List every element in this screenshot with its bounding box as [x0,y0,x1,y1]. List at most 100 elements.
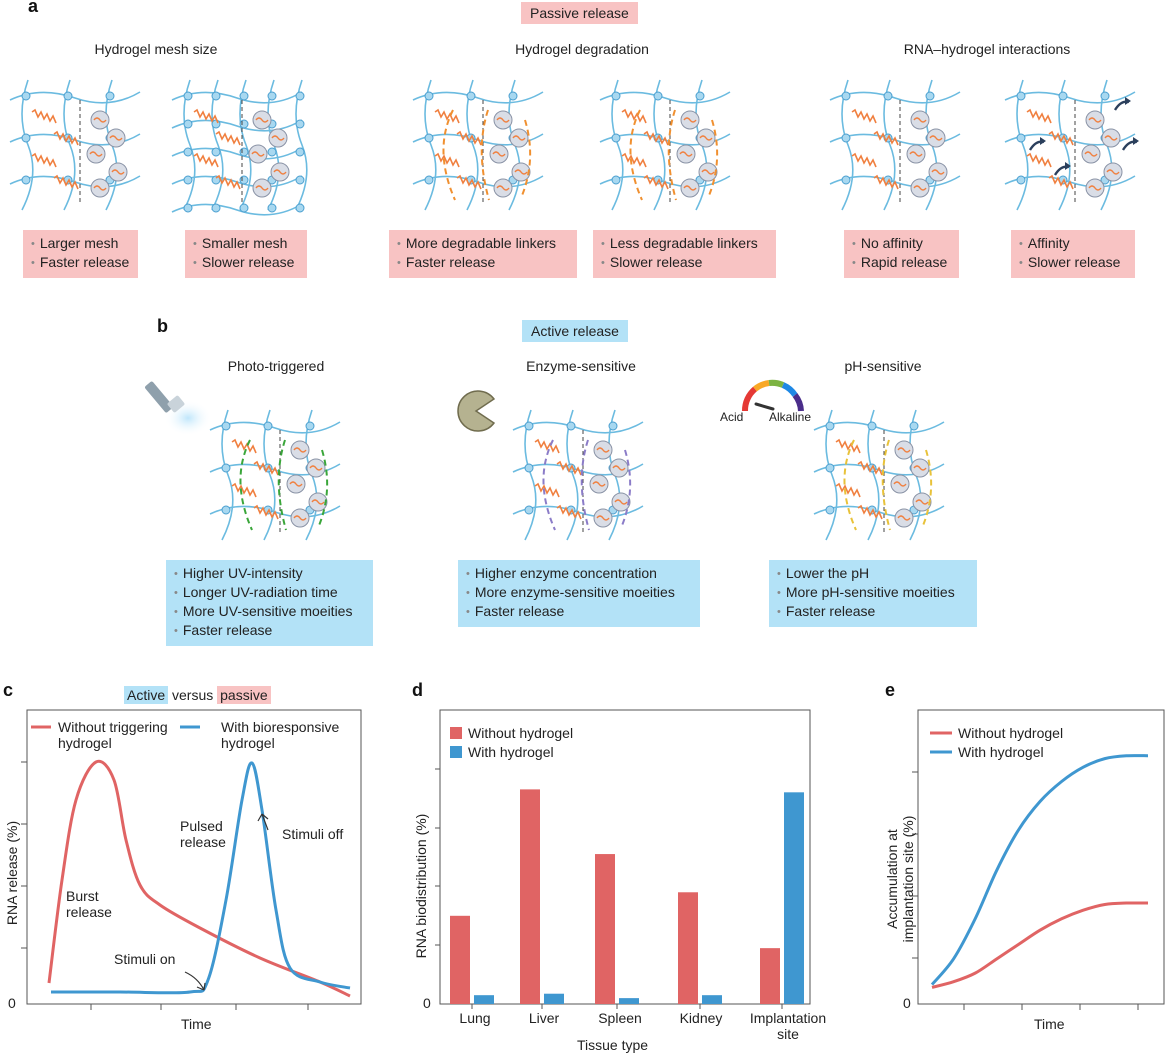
box-line: Higher UV-intensity [174,565,365,584]
box-photo-triggered: Higher UV-intensity Longer UV-radiation … [166,560,373,646]
box-line: Less degradable linkers [601,235,768,254]
panel-e-y0: 0 [903,995,911,1011]
bar-liver-without [520,789,540,1004]
box-line: More enzyme-sensitive moeities [466,584,692,603]
panel-d-xlabel: Tissue type [577,1037,649,1053]
uv-lamp-icon [145,381,212,436]
series-without-triggering [47,759,351,998]
series-with-bioresponsive [51,761,351,995]
box-line: Faster release [31,254,130,273]
panel-c-y0: 0 [8,995,16,1011]
box-line: Smaller mesh [193,235,299,254]
bar-lung-without [450,915,470,1004]
box-line: Rapid release [852,254,951,273]
bar-implantation-site-without [760,948,780,1004]
bar-implantation-site-with [784,792,804,1004]
subtitle-interactions: RNA–hydrogel interactions [903,41,1071,57]
title-active: Active [124,686,169,704]
legend-with-hydrogel-e: With hydrogel [958,744,1044,760]
ph-gauge-icon [742,379,804,412]
accumulation-chart [912,709,1165,1010]
hydrogel-mesh-icon [9,79,141,211]
annotation-burst-release: Burst release [66,888,112,920]
category-label: Spleen [598,1010,642,1026]
category-label: Kidney [679,1010,723,1026]
subtitle-ph-sensitive: pH-sensitive [844,358,922,374]
panel-c-title: Active versus passive [124,686,271,704]
panel-d-y0: 0 [423,995,431,1011]
bar-kidney-without [678,892,698,1004]
plot-frame [26,709,362,1005]
box-ph-sensitive: Lower the pH More pH-sensitive moeities … [769,560,977,627]
box-line: Slower release [601,254,768,273]
ph-acid-label: Acid [720,410,744,424]
box-line: Slower release [1019,254,1127,273]
bar-kidney-with [702,995,722,1004]
panel-b-letter: b [157,316,168,336]
annotation-stimuli-on: Stimuli on [114,951,176,967]
category-label: Lung [459,1010,491,1026]
ph-alkaline-label: Alkaline [769,410,812,424]
box-smaller-mesh: Smaller mesh Slower release [185,230,307,278]
panel-e-letter: e [885,680,896,700]
panel-d-ylabel: RNA biodistribution (%) [413,813,429,959]
subtitle-photo-triggered: Photo-triggered [227,358,325,374]
box-no-affinity: No affinity Rapid release [844,230,959,278]
box-line: Faster release [174,622,365,641]
category-label: Liver [528,1010,560,1026]
box-more-degradable: More degradable linkers Faster release [389,230,577,278]
biodistribution-chart [435,709,811,1009]
box-line: Lower the pH [777,565,969,584]
box-affinity: Affinity Slower release [1011,230,1135,278]
bar-liver-with [544,993,564,1004]
bar-spleen-without [595,854,615,1004]
hydrogel-mesh-icon [813,409,945,541]
panel-e-ylabel: Accumulation at implantation site (%) [884,815,916,943]
legend-swatch-blue [450,746,462,758]
hydrogel-mesh-icon [829,79,961,211]
passive-release-tag: Passive release [521,2,638,24]
legend-with-hydrogel-d: With hydrogel [468,744,554,760]
series-with-hydrogel [930,754,1149,986]
box-line: More pH-sensitive moeities [777,584,969,603]
legend-without-hydrogel-e: Without hydrogel [958,725,1064,741]
arrow-stimuli-off [257,813,269,831]
hydrogel-mesh-icon [412,79,544,211]
bar-spleen-with [619,998,639,1004]
box-line: Higher enzyme concentration [466,565,692,584]
panel-c-xlabel: Time [181,1016,212,1032]
hydrogel-mesh-icon [1004,79,1139,211]
active-release-tag: Active release [522,320,628,342]
category-label: Implantation site [749,1010,827,1042]
box-line: Slower release [193,254,299,273]
panel-c-ylabel: RNA release (%) [4,820,20,926]
box-line: More UV-sensitive moeities [174,603,365,622]
title-passive: passive [217,686,271,704]
subtitle-enzyme-sensitive: Enzyme-sensitive [526,358,636,374]
box-line: Faster release [777,603,969,622]
title-versus: versus [168,687,218,703]
plot-frame [917,709,1165,1005]
arrow-stimuli-on [184,971,206,991]
panel-a-letter: a [28,0,39,16]
box-line: Faster release [397,254,569,273]
release-profile-chart [21,709,362,1010]
legend-without-hydrogel-d: Without hydrogel [468,725,574,741]
legend-without-triggering: Without triggering hydrogel [58,719,168,751]
hydrogel-mesh-icon [599,79,731,211]
box-less-degradable: Less degradable linkers Slower release [593,230,776,278]
box-enzyme-sensitive: Higher enzyme concentration More enzyme-… [458,560,700,627]
box-line: More degradable linkers [397,235,569,254]
hydrogel-mesh-icon [512,409,644,541]
box-line: No affinity [852,235,951,254]
series-without-hydrogel [931,901,1149,989]
panel-e-xlabel: Time [1034,1016,1065,1032]
box-line: Longer UV-radiation time [174,584,365,603]
bar-lung-with [474,995,494,1004]
box-line: Affinity [1019,235,1127,254]
hydrogel-mesh-icon [209,409,341,541]
box-larger-mesh: Larger mesh Faster release [23,230,138,278]
subtitle-mesh-size: Hydrogel mesh size [94,41,218,57]
annotation-stimuli-off: Stimuli off [282,826,344,842]
box-line: Larger mesh [31,235,130,254]
